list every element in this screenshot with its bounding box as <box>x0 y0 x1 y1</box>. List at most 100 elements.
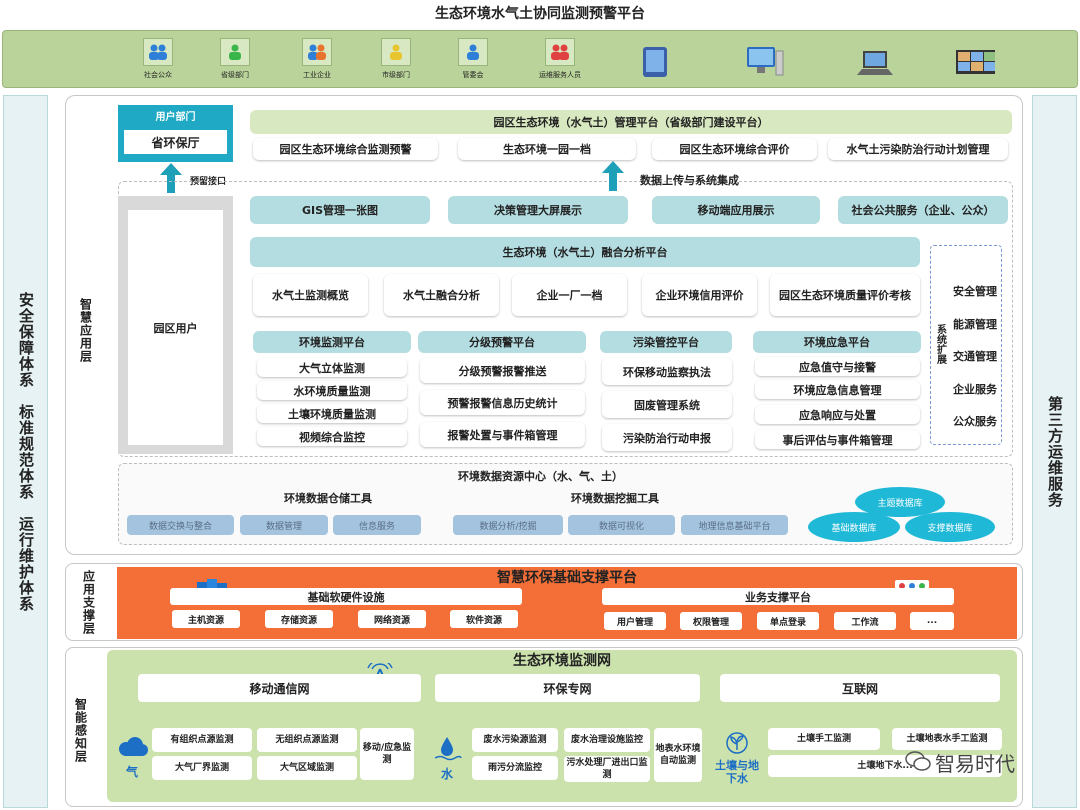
users-icon <box>302 38 332 66</box>
water-item[interactable]: 雨污分流监控 <box>472 756 558 780</box>
business-item[interactable]: 单点登录 <box>757 612 819 630</box>
warehouse-item[interactable]: 数据管理 <box>240 515 328 535</box>
mgmt-item[interactable]: 园区生态环境综合评价 <box>652 138 817 160</box>
user-label: 管委会 <box>462 71 484 79</box>
sub-platform-item[interactable]: 污染防治行动申报 <box>602 424 732 451</box>
fusion-item[interactable]: 园区生态环境质量评价考核 <box>770 274 920 316</box>
sub-platform-item[interactable]: 水环境质量监测 <box>257 381 407 400</box>
warehouse-item[interactable]: 信息服务 <box>333 515 421 535</box>
sub-platform-title: 环境应急平台 <box>753 331 921 353</box>
fusion-item[interactable]: 水气土融合分析 <box>384 274 499 316</box>
layer-label-sense: 智能感知层 <box>73 697 88 763</box>
water-label: 水 <box>440 766 453 781</box>
soil-item[interactable]: 土壤地表水手工监测 <box>892 728 1002 750</box>
sub-platform-item[interactable]: 分级预警报警推送 <box>420 358 585 383</box>
sub-platform-item[interactable]: 视频综合监控 <box>257 427 407 446</box>
park-user[interactable]: 园区用户 <box>128 210 223 445</box>
mgmt-item[interactable]: 水气土污染防治行动计划管理 <box>828 138 1008 160</box>
warehouse-title: 环境数据仓储工具 <box>284 492 372 505</box>
infra-item[interactable]: 主机资源 <box>172 610 240 628</box>
layer-label-app: 智慧应用层 <box>78 297 93 363</box>
system-ext-item[interactable]: 能源管理 <box>953 318 997 331</box>
sub-platform-item[interactable]: 土壤环境质量监测 <box>257 404 407 423</box>
infra-item[interactable]: 网络资源 <box>358 610 426 628</box>
mining-item[interactable]: 数据分析/挖掘 <box>453 515 563 535</box>
user-label: 市级部门 <box>382 71 410 79</box>
page-title: 生态环境水气土协同监测预警平台 <box>435 6 645 22</box>
system-ext-item[interactable]: 交通管理 <box>953 350 997 363</box>
business-item[interactable]: 用户管理 <box>604 612 666 630</box>
mgmt-item[interactable]: 园区生态环境综合监测预警 <box>253 138 438 160</box>
sub-platform-item[interactable]: 应急值守与接警 <box>755 357 920 376</box>
gas-item[interactable]: 移动/应急监测 <box>360 728 414 780</box>
system-ext-item[interactable]: 安全管理 <box>953 285 997 298</box>
gas-item[interactable]: 无组织点源监测 <box>257 728 357 752</box>
gas-item[interactable]: 大气厂界监测 <box>152 756 252 780</box>
system-ext-box <box>930 245 1002 445</box>
desktop-icon <box>745 42 785 82</box>
sub-platform-title: 环境监测平台 <box>253 331 411 353</box>
fusion-item[interactable]: 企业一厂一档 <box>512 274 627 316</box>
user-public[interactable]: 社会公众 <box>128 36 188 82</box>
water-item[interactable]: 地表水环境自动监测 <box>654 728 702 782</box>
infra-item[interactable]: 软件资源 <box>450 610 518 628</box>
reserved-interface-label: 预留接口 <box>190 177 227 187</box>
sub-platform-item[interactable]: 报警处置与事件箱管理 <box>420 422 585 447</box>
service-item[interactable]: 社会公共服务（企业、公众） <box>838 196 1008 224</box>
user-committee[interactable]: 管委会 <box>443 36 503 82</box>
database-disk[interactable]: 基础数据库 <box>808 512 900 542</box>
gas-item[interactable]: 有组织点源监测 <box>152 728 252 752</box>
infra-item[interactable]: 存储资源 <box>265 610 333 628</box>
database-disk[interactable]: 支撑数据库 <box>905 512 995 542</box>
layer-label-support: 应用支撑层 <box>81 569 96 635</box>
fusion-item[interactable]: 水气土监测概览 <box>253 274 368 316</box>
system-ext-item[interactable]: 公众服务 <box>953 415 997 428</box>
soil-item[interactable]: 土壤地下水... <box>768 755 1002 777</box>
sub-platform-item[interactable]: 应急响应与处置 <box>755 405 920 424</box>
service-item[interactable]: 决策管理大屏展示 <box>448 196 628 224</box>
users-icon <box>143 38 173 66</box>
users-icon <box>545 38 575 66</box>
upload-arrow-icon <box>160 163 182 193</box>
sub-platform-item[interactable]: 预警报警信息历史统计 <box>420 390 585 415</box>
service-item[interactable]: GIS管理一张图 <box>250 196 430 224</box>
tablet-icon <box>635 42 675 82</box>
sub-platform-item[interactable]: 固废管理系统 <box>602 391 732 418</box>
sub-platform-item[interactable]: 环保移动监察执法 <box>602 358 732 385</box>
business-title: 业务支撑平台 <box>602 588 954 605</box>
water-item[interactable]: 废水污染源监测 <box>472 728 558 752</box>
network-item[interactable]: 环保专网 <box>435 674 700 702</box>
user-enterprise[interactable]: 工业企业 <box>287 36 347 82</box>
mgmt-item[interactable]: 生态环境一园一档 <box>458 138 636 160</box>
system-ext-item[interactable]: 企业服务 <box>953 383 997 396</box>
soil-item[interactable]: 土壤手工监测 <box>768 728 880 750</box>
user-label: 工业企业 <box>303 71 331 79</box>
sprout-icon <box>722 732 752 754</box>
support-platform-title: 智慧环保基础支撑平台 <box>497 570 637 586</box>
user-label: 运维服务人员 <box>539 71 581 79</box>
warehouse-item[interactable]: 数据交换与整合 <box>127 515 234 535</box>
right-sidebar: 第三方运维服务 <box>1032 95 1077 808</box>
network-item[interactable]: 移动通信网 <box>138 674 421 702</box>
fusion-platform-title: 生态环境（水气土）融合分析平台 <box>250 237 920 267</box>
gas-item[interactable]: 大气区域监测 <box>257 756 357 780</box>
water-item[interactable]: 污水处理厂进出口监测 <box>564 756 650 782</box>
sub-platform-item[interactable]: 事后评估与事件箱管理 <box>755 430 920 449</box>
sub-platform-item[interactable]: 大气立体监测 <box>257 358 407 377</box>
user-ops[interactable]: 运维服务人员 <box>530 36 590 82</box>
user-province[interactable]: 省级部门 <box>205 36 265 82</box>
sub-platform-item[interactable]: 环境应急信息管理 <box>755 380 920 399</box>
mining-item[interactable]: 地理信息基础平台 <box>681 515 788 535</box>
business-item[interactable]: ... <box>910 612 954 630</box>
business-item[interactable]: 工作流 <box>834 612 896 630</box>
network-item[interactable]: 互联网 <box>720 674 1000 702</box>
service-item[interactable]: 移动端应用展示 <box>652 196 820 224</box>
upload-arrow-icon <box>602 161 624 191</box>
fusion-item[interactable]: 企业环境信用评价 <box>642 274 757 316</box>
business-item[interactable]: 权限管理 <box>680 612 742 630</box>
water-item[interactable]: 废水治理设施监控 <box>564 728 650 752</box>
mining-item[interactable]: 数据可视化 <box>568 515 675 535</box>
user-city[interactable]: 市级部门 <box>366 36 426 82</box>
mgmt-platform-title: 园区生态环境（水气土）管理平台（省级部门建设平台） <box>250 110 1012 134</box>
video-wall-icon <box>955 42 995 82</box>
